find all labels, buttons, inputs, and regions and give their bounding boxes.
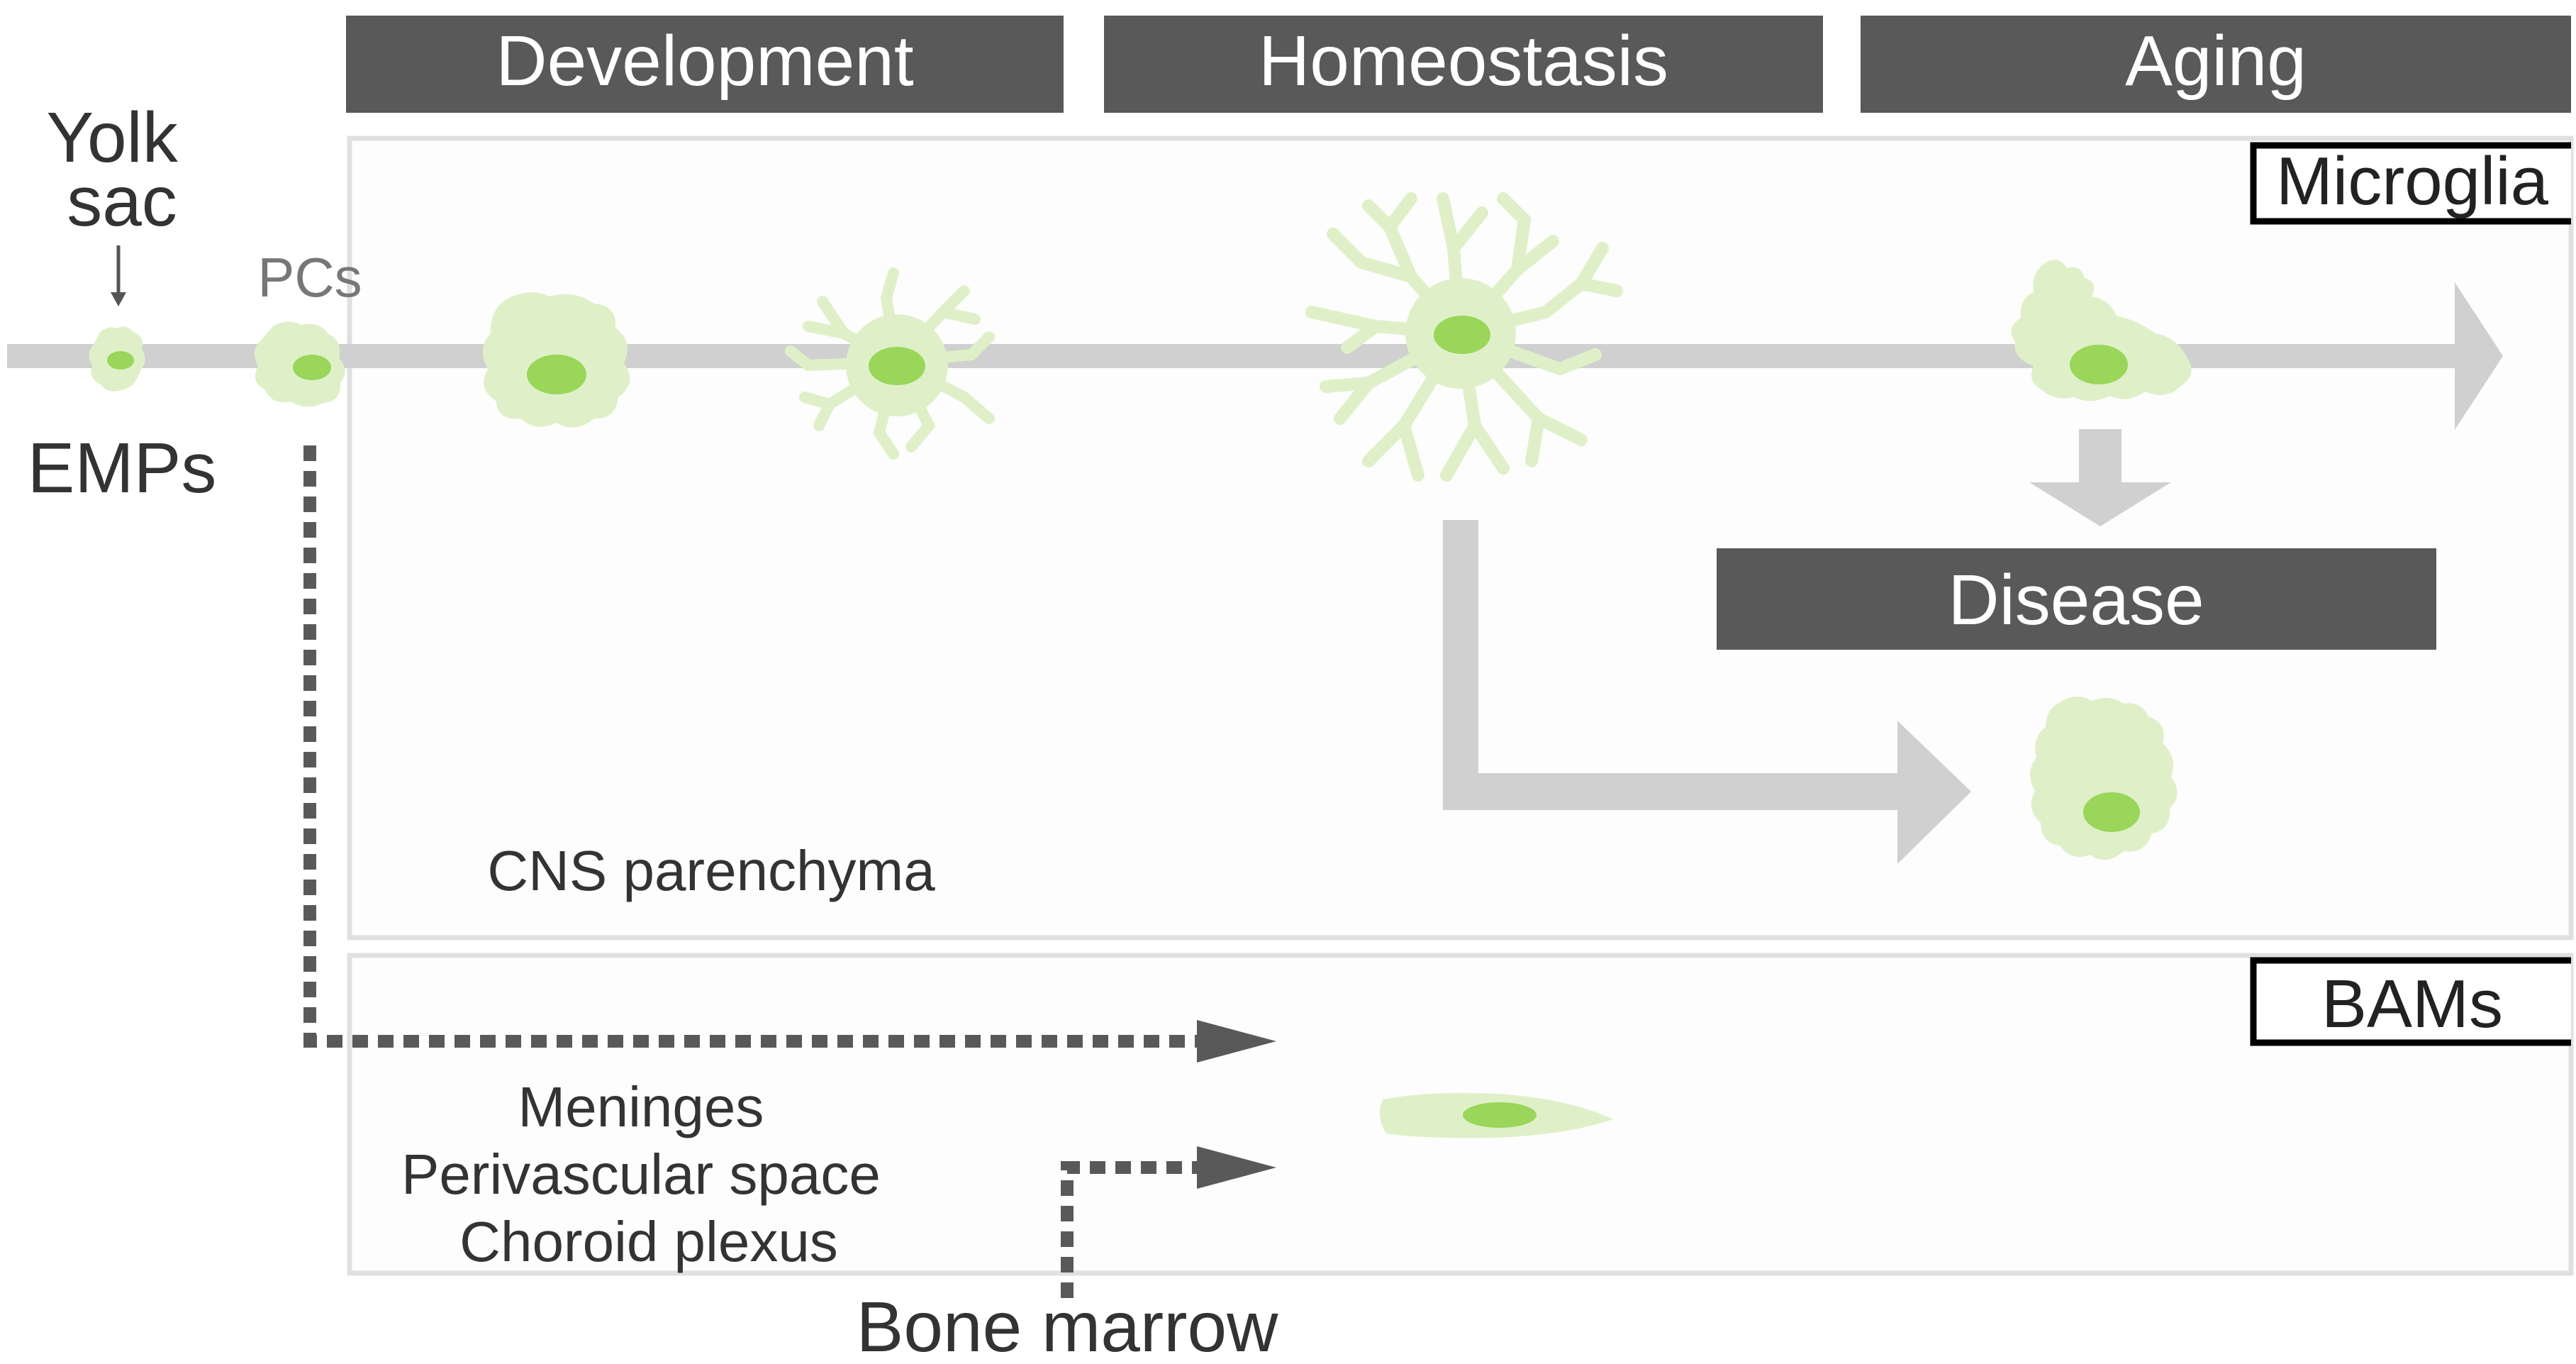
bam-location-choroid: Choroid plexus (459, 1210, 838, 1273)
bam-cell-icon (1380, 1093, 1613, 1138)
bam-locations-label: Meninges Perivascular space Choroid plex… (401, 1075, 896, 1273)
stage-development: Development (346, 16, 1064, 113)
yolk-sac-down-arrow (111, 245, 126, 306)
bam-location-perivascular: Perivascular space (401, 1143, 881, 1206)
microglia-cell-icon (785, 267, 995, 460)
microglia-cell-icon (1305, 192, 1623, 482)
bams-label: BAMs (2321, 966, 2503, 1042)
cns-parenchyma-label: CNS parenchyma (487, 839, 935, 902)
microglia-cell-icon (2029, 696, 2178, 860)
bams-label-box: BAMs (2250, 957, 2571, 1046)
pc-to-bam-dotted-arrow (303, 445, 1276, 1063)
microglia-cell-icon (89, 326, 145, 392)
bone-marrow-dotted-arrow (1061, 1146, 1276, 1298)
yolk-sac-label: Yolk sac (46, 98, 197, 241)
bam-location-meninges: Meninges (518, 1075, 764, 1138)
pcs-label: PCs (257, 246, 362, 309)
bone-marrow-label: Bone marrow (857, 1287, 1278, 1364)
microglia-cell-icon (254, 321, 345, 407)
microglia-label: Microglia (2276, 143, 2549, 219)
homeostasis-to-disease-arrow (1443, 520, 1971, 864)
disease-label: Disease (1948, 560, 2204, 640)
stage-homeostasis: Homeostasis (1104, 16, 1823, 113)
emps-label: EMPs (28, 428, 217, 508)
microglia-label-box: Microglia (2250, 142, 2571, 225)
stage-headers: Development Homeostasis Aging (346, 16, 2571, 113)
stage-aging: Aging (1861, 16, 2571, 113)
stage-homeostasis-label: Homeostasis (1259, 21, 1668, 101)
microglia-cell-icon (482, 292, 630, 428)
stage-development-label: Development (496, 21, 913, 101)
microglia-cell-icon (2011, 260, 2192, 401)
yolk-sac-line-1: Yolk (46, 98, 178, 177)
stage-aging-label: Aging (2125, 21, 2307, 101)
disease-box: Disease (1717, 548, 2436, 650)
yolk-sac-line-2: sac (67, 162, 177, 241)
down-arrow-icon (2029, 429, 2171, 526)
